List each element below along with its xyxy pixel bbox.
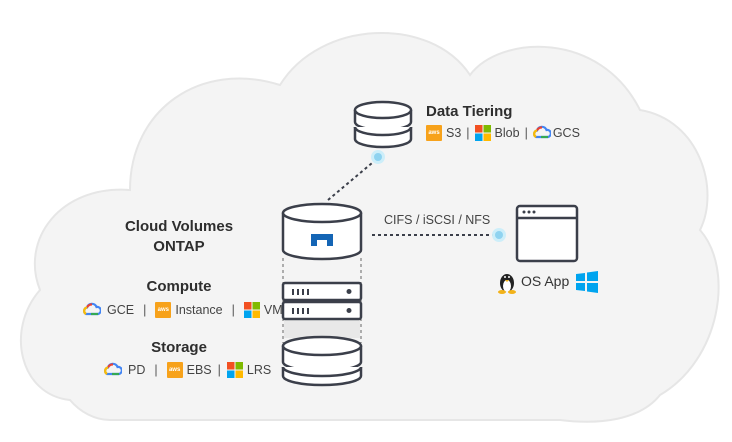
os-app-node-dot [492, 228, 506, 242]
compute-title: Compute [146, 278, 212, 295]
aws-icon: aws [426, 125, 442, 141]
blob-label: Blob [494, 126, 520, 140]
separator: | [524, 126, 528, 140]
windows-icon [576, 271, 598, 293]
cvo-title-line1: Cloud Volumes [124, 218, 234, 235]
microsoft-icon [226, 362, 243, 378]
cvo-gap-shade [284, 318, 360, 338]
instance-label: Instance [175, 303, 223, 317]
os-app-label: OS App [521, 273, 570, 289]
pd-label: PD [128, 363, 146, 377]
separator: | [231, 303, 235, 317]
aws-icon: aws [166, 362, 183, 378]
separator: | [154, 363, 158, 377]
tiering-connector-line [327, 157, 379, 201]
aws-icon: aws [155, 302, 172, 318]
google-cloud-icon [83, 302, 103, 318]
vm-label: VM [263, 303, 283, 317]
data-tiering-title: Data Tiering [426, 103, 513, 120]
microsoft-icon [243, 302, 260, 318]
protocols-label: CIFS / iSCSI / NFS [384, 213, 491, 227]
ebs-label: EBS [186, 363, 212, 377]
separator: | [466, 126, 470, 140]
storage-providers: PD | aws EBS | LRS [104, 362, 271, 378]
s3-label: S3 [446, 126, 462, 140]
separator: | [217, 363, 221, 377]
cloud-shape [19, 31, 720, 423]
separator: | [143, 303, 147, 317]
cvo-title-line2: ONTAP [153, 238, 205, 255]
app-window-icon [515, 204, 579, 263]
tiering-node-dot [371, 150, 385, 164]
google-cloud-icon [532, 125, 552, 141]
gcs-label: GCS [552, 126, 580, 140]
netapp-logo-icon [311, 234, 333, 246]
storage-title: Storage [151, 339, 207, 356]
storage-disk-icon [281, 335, 363, 387]
data-tiering-providers: aws S3 | Blob | GCS [426, 125, 580, 141]
server-vents [292, 289, 352, 314]
linux-tux-icon [498, 274, 516, 294]
gce-label: GCE [107, 303, 135, 317]
cvo-cylinder-icon [281, 202, 363, 261]
compute-providers: GCE | aws Instance | VM [83, 302, 283, 318]
compute-server-icon [281, 281, 363, 321]
google-cloud-icon [104, 362, 124, 378]
data-tiering-disk-icon [353, 100, 413, 149]
lrs-label: LRS [246, 363, 272, 377]
microsoft-icon [474, 125, 491, 141]
